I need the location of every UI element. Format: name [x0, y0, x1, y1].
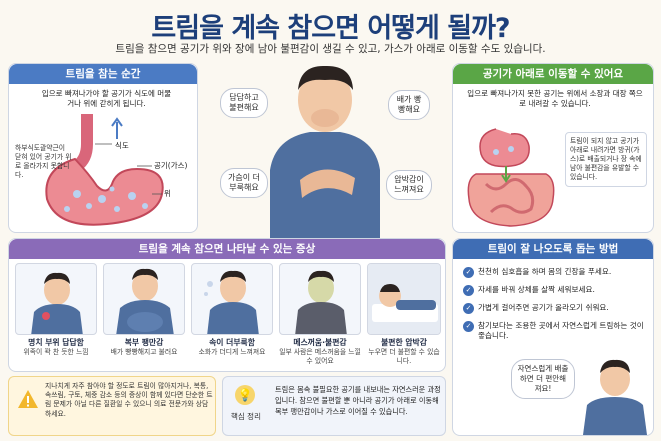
warning-icon — [18, 390, 38, 408]
symptom-image — [367, 263, 441, 335]
tip-item: ✓가볍게 걸어주면 공기가 올라오기 쉬워요. — [463, 303, 649, 314]
center-figure: 답답하고 불편해요 배가 빵빵해요 가슴이 더부룩해요 압박감이 느껴져요 — [200, 60, 445, 238]
speech-bubble-1: 답답하고 불편해요 — [220, 88, 268, 118]
check-icon: ✓ — [463, 303, 474, 314]
symptom-title: 명치 부위 답답함 — [28, 338, 84, 347]
symptom-title: 불편한 압박감 — [381, 338, 427, 347]
check-icon: ✓ — [463, 285, 474, 296]
tip-item: ✓자세를 바꿔 상체를 살짝 세워보세요. — [463, 285, 649, 296]
right-panel-note: 트림이 되지 않고 공기가 아래로 내려가면 방귀(가스)로 배출되거나 장 속… — [565, 132, 647, 187]
tips-header: 트림이 잘 나오도록 돕는 방법 — [453, 239, 653, 259]
right-panel-desc: 입으로 빠져나가지 못한 공기는 위에서 소장과 대장 쪽으로 내려갈 수 있습… — [467, 89, 643, 108]
symptom-title: 속이 더부룩함 — [209, 338, 255, 347]
left-panel-header: 트림을 참는 순간 — [9, 64, 197, 84]
speech-bubble-2: 배가 빵빵해요 — [388, 90, 430, 120]
stomach-illustration — [45, 114, 164, 226]
symptom-title: 메스꺼움·불편감 — [293, 338, 347, 347]
symptom-image — [279, 263, 361, 335]
label-esophagus: 식도 — [115, 141, 129, 150]
symptom-desc: 일부 사람은 메스꺼움을 느낄 수 있어요 — [279, 348, 361, 365]
lightbulb-icon: 💡 — [235, 385, 255, 405]
tips-speech-bubble: 자연스럽게 배출하면 더 편안해져요! — [511, 359, 575, 399]
tip-item: ✓천천히 심호흡을 하며 몸의 긴장을 푸세요. — [463, 267, 649, 278]
summary-label: 핵심 정리 — [231, 412, 261, 421]
left-panel-note: 하부식도괄약근이 닫혀 있어 공기가 위로 올라가지 못합니다. — [15, 144, 72, 179]
symptom-desc: 배가 빵빵해지고 불러요 — [110, 348, 178, 356]
right-panel-header: 공기가 아래로 이동할 수 있어요 — [453, 64, 653, 84]
symptoms-header: 트림을 계속 참으면 나타날 수 있는 증상 — [9, 239, 445, 259]
check-icon: ✓ — [463, 267, 474, 278]
symptom-desc: 위족이 꽉 찬 듯한 느낌 — [23, 348, 89, 356]
speech-bubble-4: 압박감이 느껴져요 — [386, 170, 432, 200]
label-air: 공기(가스) — [154, 161, 188, 170]
man-belching-illustration — [270, 65, 380, 238]
warning-box: 지나치게 자주 참아야 할 정도로 트림이 많아지거나, 복통, 속쓰림, 구토… — [8, 376, 216, 436]
right-panel: 공기가 아래로 이동할 수 있어요 입으로 빠져나가지 못한 공기는 위에서 소… — [452, 63, 654, 233]
warning-text: 지나치게 자주 참아야 할 정도로 트림이 많아지거나, 복통, 속쓰림, 구토… — [45, 382, 213, 418]
symptom-desc: 누우면 더 불편할 수 있습니다. — [368, 348, 440, 365]
left-panel-desc: 입으로 빠져나가야 할 공기가 식도에 머물거나 위에 갇히게 됩니다. — [41, 89, 172, 108]
tips-panel: 트림이 잘 나오도록 돕는 방법 ✓천천히 심호흡을 하며 몸의 긴장을 푸세요… — [452, 238, 654, 436]
tips-list: ✓천천히 심호흡을 하며 몸의 긴장을 푸세요. ✓자세를 바꿔 상체를 살짝 … — [463, 267, 649, 348]
check-icon: ✓ — [463, 321, 474, 332]
intestine-illustration — [467, 128, 555, 227]
symptom-image — [191, 263, 273, 335]
symptom-image — [103, 263, 185, 335]
page-title: 트림을 계속 참으면 어떻게 될까? — [151, 13, 510, 44]
page-subtitle: 트림을 참으면 공기가 위와 장에 남아 불편감이 생길 수 있고, 가스가 아… — [115, 43, 546, 55]
symptom-desc: 소화가 더디게 느껴져요 — [198, 348, 266, 356]
label-stomach: 위 — [164, 189, 171, 198]
symptom-title: 복부 팽만감 — [124, 338, 164, 347]
summary-box: 💡 핵심 정리 트림은 몸속 불필요한 공기를 내보내는 자연스러운 과정입니다… — [222, 376, 446, 436]
relieved-man-illustration — [583, 359, 647, 435]
summary-text: 트림은 몸속 불필요한 공기를 내보내는 자연스러운 과정입니다. 참으면 불편… — [275, 385, 441, 416]
left-panel: 트림을 참는 순간 입으로 빠져나가야 할 공기가 식도에 머물거나 위에 갇히… — [8, 63, 198, 233]
speech-bubble-3: 가슴이 더부룩해요 — [220, 168, 268, 198]
tip-item: ✓참기보다는 조용한 곳에서 자연스럽게 트림하는 것이 좋습니다. — [463, 321, 649, 341]
symptom-image — [15, 263, 97, 335]
